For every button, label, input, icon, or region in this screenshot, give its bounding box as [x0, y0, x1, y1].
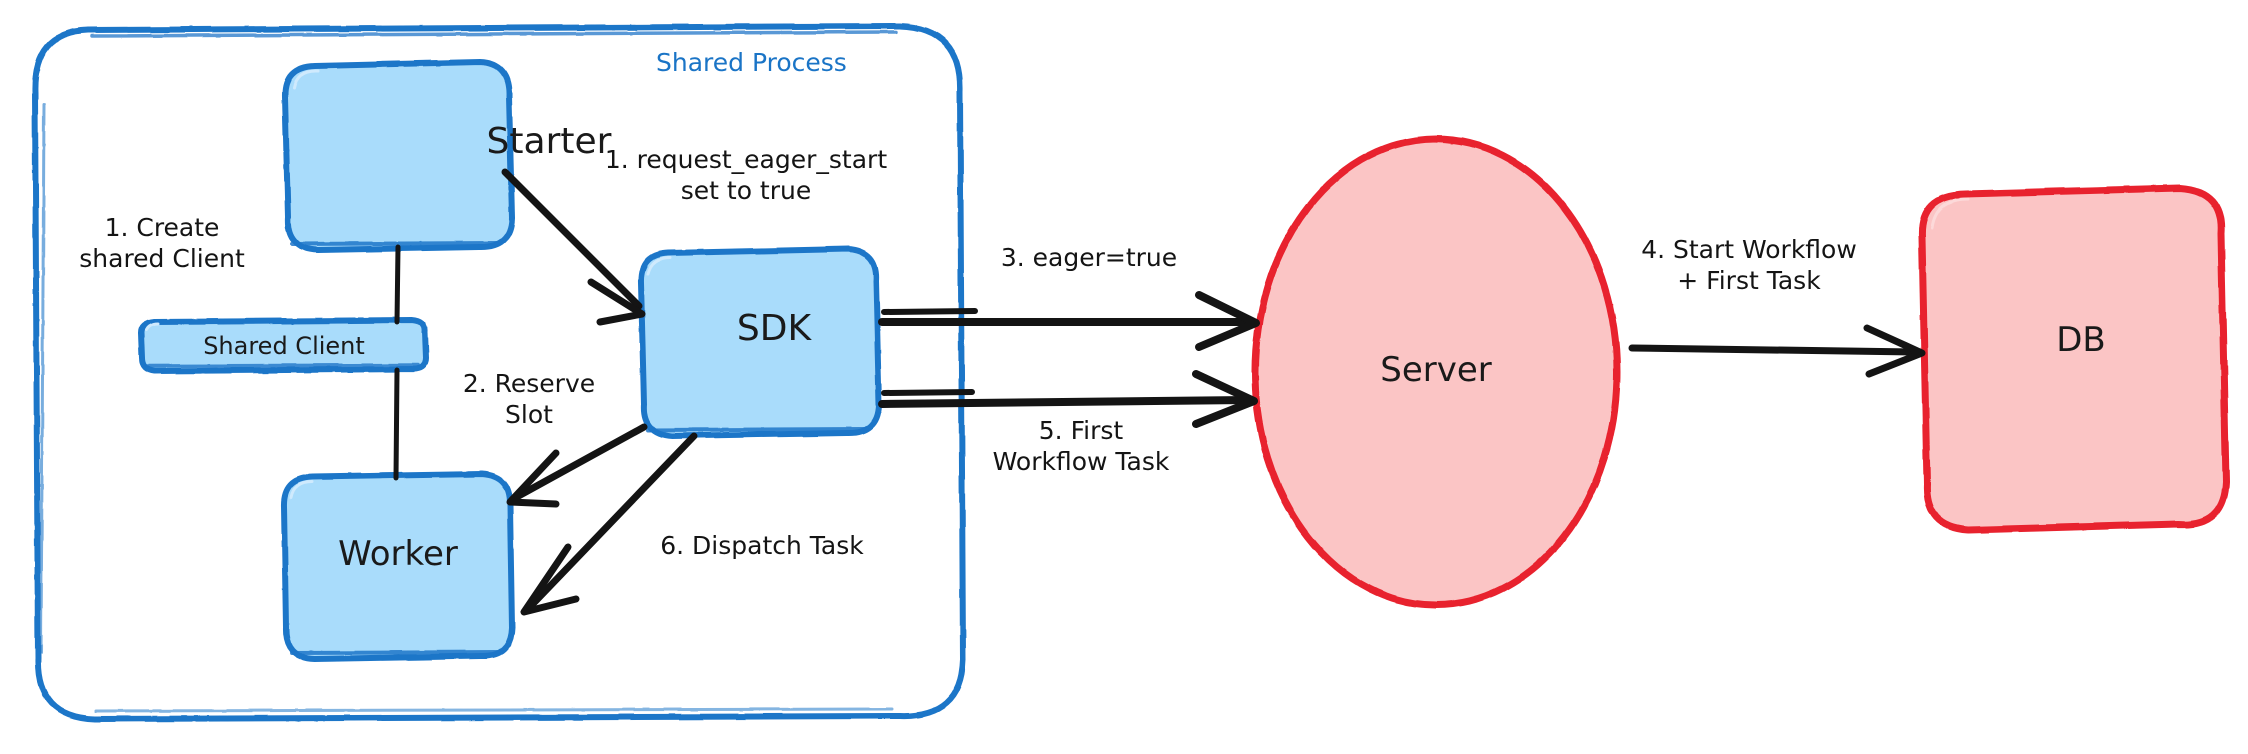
- edge-label-create-shared-client: 1. Create shared Client: [79, 213, 245, 273]
- edge-create-shared-client: [393, 244, 401, 481]
- edge-label-reserve-slot: 2. Reserve Slot: [462, 369, 596, 429]
- edge-dispatch-task: [520, 432, 698, 616]
- edge-label-first-workflow-task: 5. First Workflow Task: [992, 416, 1170, 476]
- edge-label-request-eager-start: 1. request_eager_start set to true: [604, 145, 888, 205]
- edge-eager-true: [878, 291, 1260, 351]
- edge-first-workflow-task: [878, 370, 1258, 428]
- shared-process-group: [31, 23, 966, 722]
- node-worker[interactable]: [280, 471, 515, 662]
- node-db[interactable]: [1918, 184, 2230, 534]
- edge-label-dispatch-task: 6. Dispatch Task: [660, 531, 864, 560]
- edge-label-eager-true: 3. eager=true: [1000, 243, 1178, 272]
- edge-reserve-slot: [506, 423, 648, 508]
- node-starter[interactable]: [281, 59, 515, 253]
- node-sdk[interactable]: [637, 246, 882, 439]
- edge-request-eager-start: [501, 168, 646, 326]
- edge-start-workflow: [1628, 324, 1926, 378]
- edge-label-start-workflow: 4. Start Workflow + First Task: [1641, 235, 1857, 295]
- group-label-shared-process: Shared Process: [656, 48, 847, 77]
- node-server[interactable]: [1251, 135, 1621, 609]
- node-shared-client[interactable]: [138, 317, 429, 374]
